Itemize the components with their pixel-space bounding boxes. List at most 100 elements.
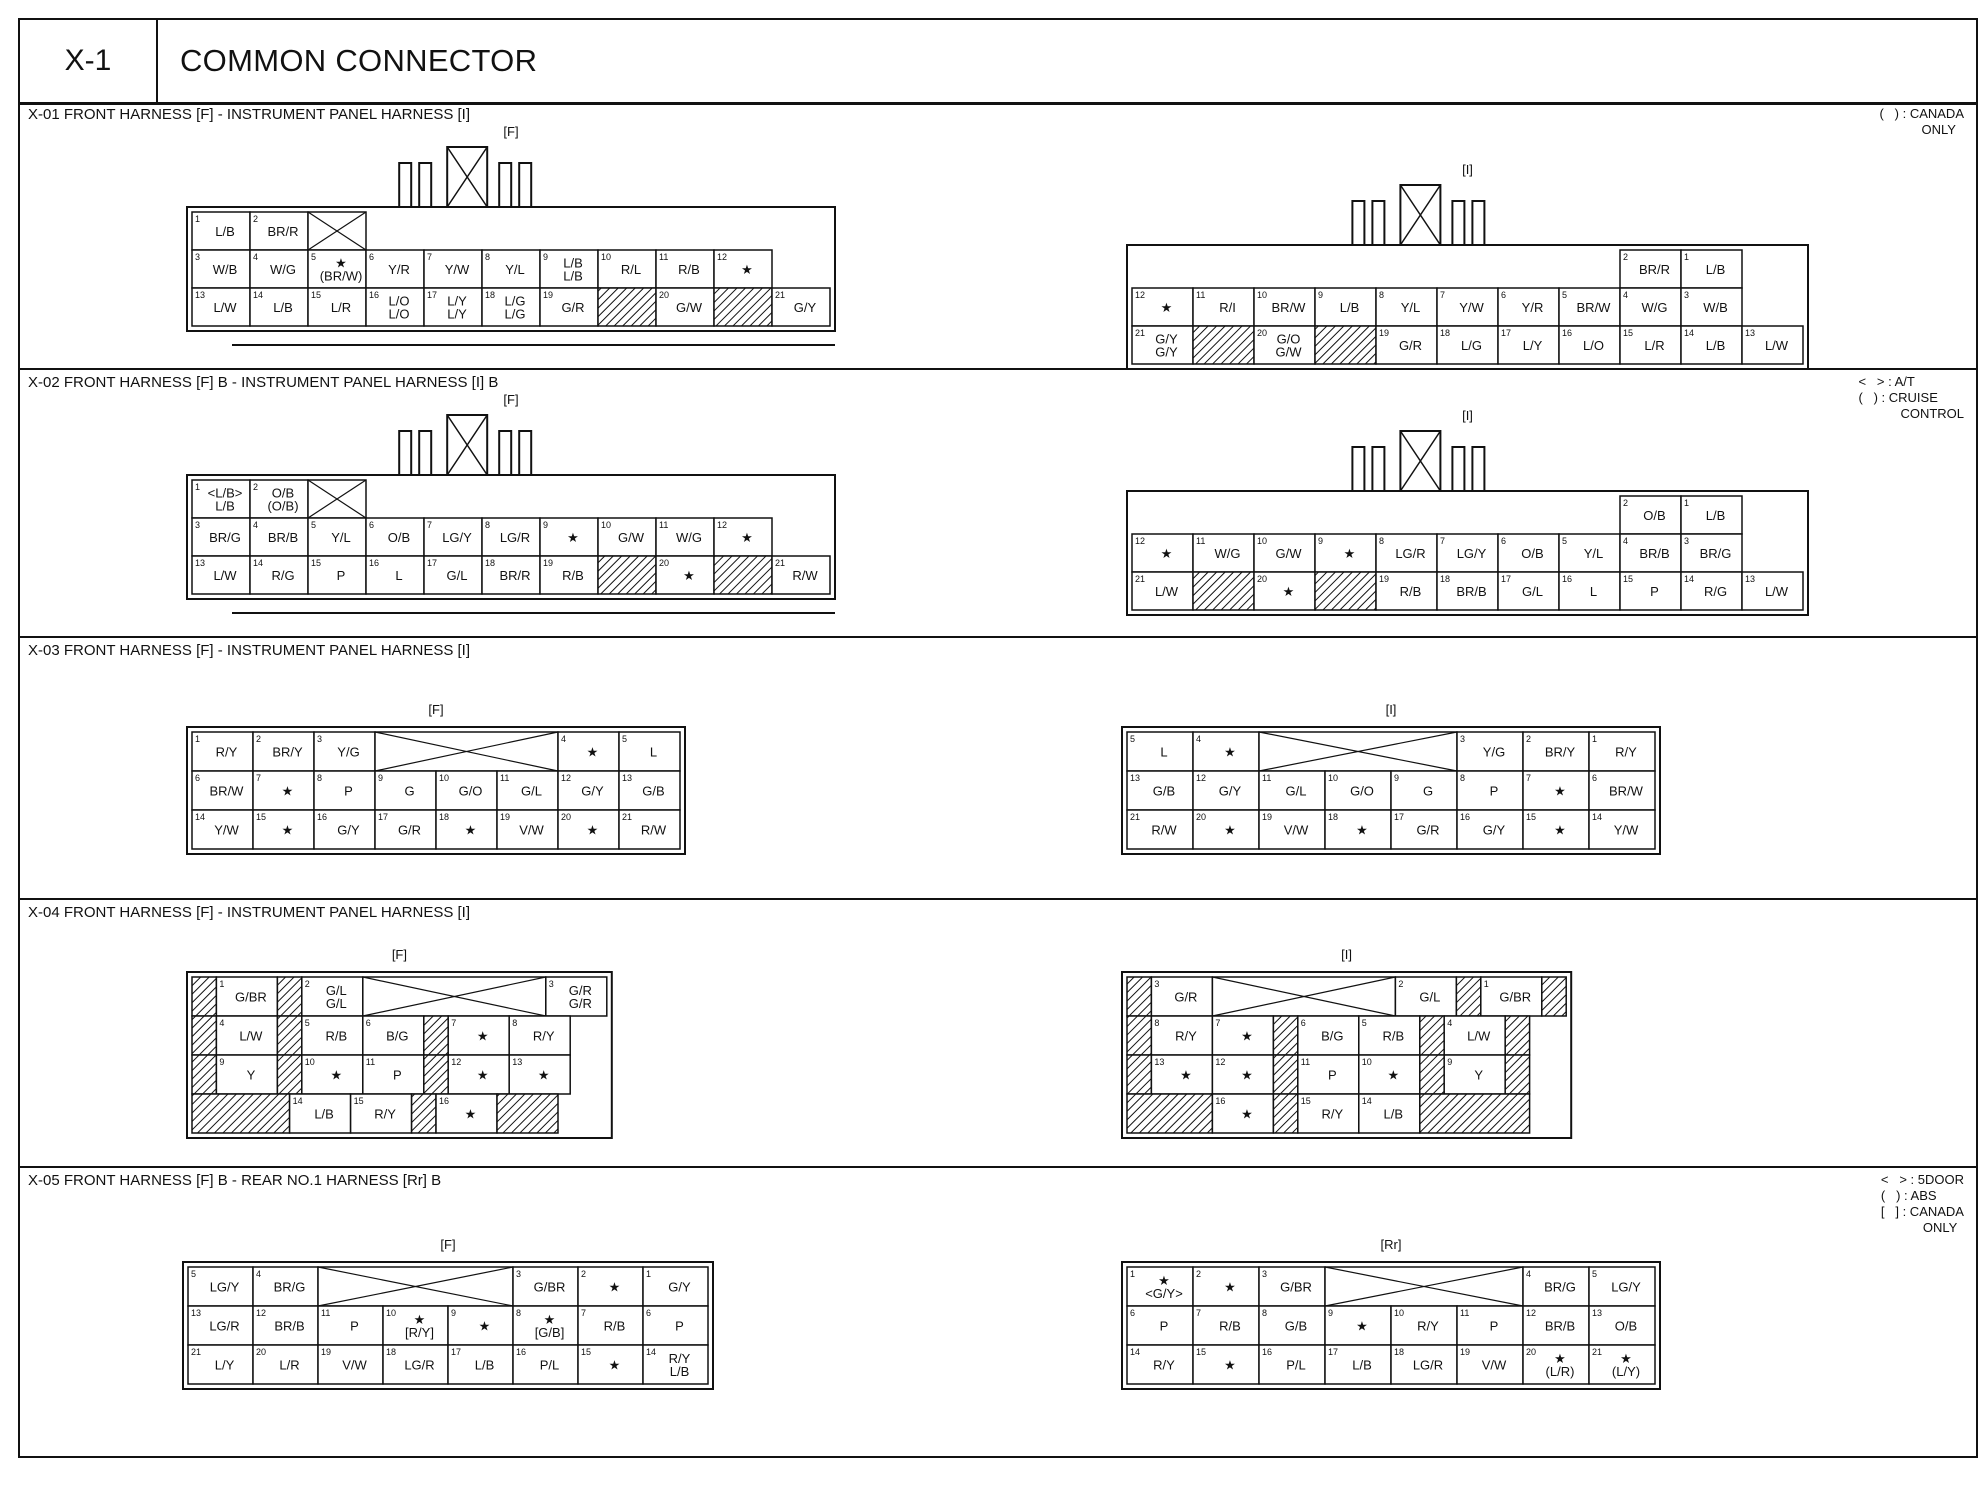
wire-color: ★ — [282, 823, 294, 838]
wire-color: P — [350, 1319, 359, 1334]
pin-number: 3 — [516, 1269, 521, 1279]
wire-color: G/L — [1522, 584, 1543, 599]
wire-color: L/O — [1583, 338, 1604, 353]
hatched-cavity — [1126, 1093, 1214, 1134]
wire-color: P — [1650, 584, 1659, 599]
wire-color: Y/R — [388, 262, 410, 277]
wire-color: G/R — [561, 300, 584, 315]
wire-color: ★ — [587, 823, 599, 838]
connector-diagrams: [F]1L/B2BR/R3W/B4W/G5★(BR/W)6Y/R7Y/W8Y/L… — [182, 124, 1809, 1390]
wire-color: BR/R — [267, 224, 298, 239]
pin-number: 17 — [378, 812, 388, 822]
guide-post — [1371, 200, 1386, 246]
wire-color: Y/W — [214, 823, 239, 838]
pin-number: 10 — [1257, 290, 1267, 300]
wire-color: G/BR — [235, 990, 267, 1005]
connector-label: [I] — [1462, 408, 1473, 423]
pin-number: 3 — [1460, 734, 1465, 744]
guide-post — [498, 162, 513, 208]
hatched-cavity — [1419, 1054, 1445, 1095]
pin-cell — [1394, 976, 1458, 1017]
connector-4-2: [I]3G/R2G/L1G/BR8R/Y7★6B/G5R/B4L/W13★12★… — [1121, 947, 1573, 1139]
pin-number: 8 — [1379, 536, 1384, 546]
pin-cell — [539, 555, 599, 595]
pin-number: 7 — [1440, 536, 1445, 546]
wire-color: V/W — [1284, 823, 1309, 838]
pin-cell — [1297, 1015, 1360, 1056]
wire-color: G/L — [326, 996, 347, 1011]
pin-number: 5 — [622, 734, 627, 744]
pin-cell — [1522, 1344, 1590, 1385]
guide-post — [1471, 200, 1486, 246]
pin-cell — [1390, 770, 1458, 811]
pin-number: 21 — [1135, 574, 1145, 584]
pin-cell — [252, 770, 315, 811]
wire-color: P — [675, 1319, 684, 1334]
pin-number: 4 — [256, 1269, 261, 1279]
wire-color: R/B — [325, 1029, 347, 1044]
pin-cell — [481, 287, 541, 327]
pin-number: 2 — [1623, 498, 1628, 508]
wire-color: O/B — [1521, 546, 1543, 561]
wire-color: L/W — [1765, 338, 1789, 353]
pin-number: 14 — [1592, 812, 1602, 822]
wire-color: LG/R — [1413, 1358, 1443, 1373]
wire-color: (BR/W) — [320, 269, 363, 284]
hatched-cavity — [423, 1054, 449, 1095]
wire-color: G/Y — [668, 1280, 691, 1295]
pin-number: 6 — [1130, 1308, 1135, 1318]
pin-cell — [1497, 571, 1560, 611]
pin-number: 17 — [427, 290, 437, 300]
pin-cell — [1522, 809, 1590, 850]
hatched-cavity — [423, 1015, 449, 1056]
wire-color: BR/Y — [1545, 745, 1576, 760]
wire-color: G/Y — [1483, 823, 1506, 838]
wire-color: R/Y — [374, 1107, 396, 1122]
wire-color: G/BR — [1280, 1280, 1312, 1295]
pin-number: 17 — [1328, 1347, 1338, 1357]
pin-number: 19 — [543, 558, 553, 568]
pin-cell — [539, 517, 599, 557]
wire-color: O/B — [272, 486, 294, 501]
pin-number: 6 — [369, 252, 374, 262]
pin-cell — [252, 1305, 319, 1346]
pin-number: 14 — [1362, 1096, 1372, 1106]
wire-color: B/G — [1321, 1029, 1343, 1044]
pin-number: 12 — [1215, 1057, 1225, 1067]
pin-cell — [191, 809, 254, 850]
pin-number: 10 — [1257, 536, 1267, 546]
hatched-cavity — [1272, 1093, 1299, 1134]
wire-color: Y/W — [445, 262, 470, 277]
wire-color: V/W — [1482, 1358, 1507, 1373]
hatched-cavity — [276, 1015, 303, 1056]
hatched-cavity — [1126, 1015, 1153, 1056]
pin-number: 7 — [256, 773, 261, 783]
pin-cell — [1150, 1054, 1214, 1095]
section-x01: X-01 FRONT HARNESS [F] - INSTRUMENT PANE… — [20, 102, 1976, 370]
hatched-cavity — [496, 1093, 559, 1134]
connector-housing — [186, 726, 686, 855]
wire-color: LG/Y — [1611, 1280, 1641, 1295]
pin-number: 15 — [311, 290, 321, 300]
pin-number: 13 — [1592, 1308, 1602, 1318]
pin-number: 11 — [1301, 1057, 1310, 1067]
pin-number: 13 — [1745, 328, 1755, 338]
wire-color: L/W — [239, 1029, 263, 1044]
wire-color: R/L — [621, 262, 641, 277]
blank-cross — [307, 211, 367, 251]
wire-color: R/W — [641, 823, 667, 838]
wire-color: Y — [1474, 1068, 1483, 1083]
pin-number: 7 — [1526, 773, 1531, 783]
pin-number: 3 — [549, 979, 554, 989]
wire-color: ★ — [477, 1029, 489, 1044]
pin-cell — [1497, 533, 1560, 573]
pin-number: 11 — [321, 1308, 330, 1318]
wire-color: L/B — [1340, 300, 1360, 315]
wire-color: Y/G — [337, 745, 359, 760]
pin-number: 5 — [1130, 734, 1135, 744]
wire-color: O/B — [1643, 508, 1665, 523]
pin-cell — [365, 287, 425, 327]
wire-color: ★ — [414, 1312, 426, 1327]
pin-number: 16 — [516, 1347, 526, 1357]
